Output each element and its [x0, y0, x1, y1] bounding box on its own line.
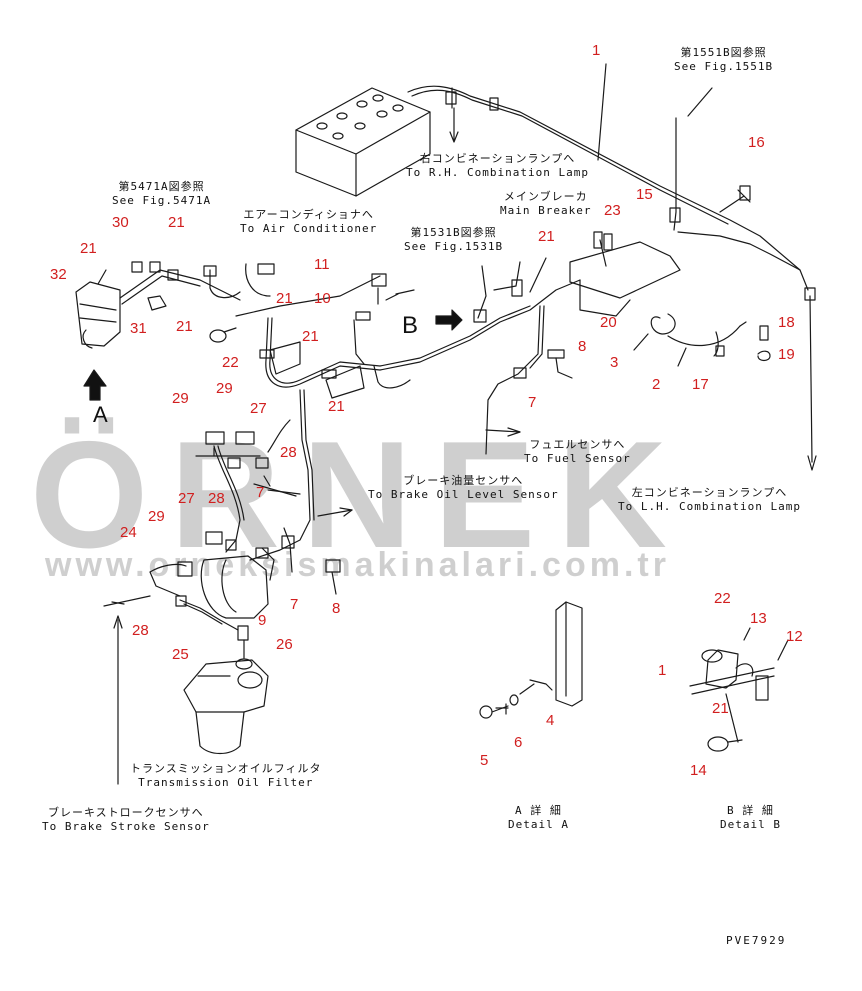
arrow-a-icon [83, 369, 107, 401]
watermark-brand: ÖRNEK [30, 410, 689, 580]
part-number: 8 [578, 338, 587, 355]
part-number: 1 [658, 662, 667, 679]
part-number: 3 [610, 354, 619, 371]
part-number: 19 [778, 346, 795, 363]
part-number: 9 [258, 612, 267, 629]
part-number: 27 [250, 400, 267, 417]
watermark-url: www.orneksismakinalari.com.tr [45, 546, 670, 584]
part-number: 21 [80, 240, 97, 257]
part-number: 7 [256, 484, 265, 501]
part-number: 1 [592, 42, 601, 59]
part-number: 28 [280, 444, 297, 461]
view-letter-b: B [402, 312, 419, 339]
part-number: 18 [778, 314, 795, 331]
part-number: 21 [538, 228, 555, 245]
part-number: 5 [480, 752, 489, 769]
part-number: 22 [714, 590, 731, 607]
part-number: 23 [604, 202, 621, 219]
part-number: 21 [302, 328, 319, 345]
part-number: 26 [276, 636, 293, 653]
part-number: 12 [786, 628, 803, 645]
part-number: 15 [636, 186, 653, 203]
part-number: 27 [178, 490, 195, 507]
part-number: 13 [750, 610, 767, 627]
part-number: 21 [176, 318, 193, 335]
connector-block-icon [75, 269, 121, 349]
arrow-b-icon [435, 309, 463, 331]
transmission-oil-filter-icon [183, 659, 269, 755]
part-number: 22 [222, 354, 239, 371]
part-number: 30 [112, 214, 129, 231]
part-number: 10 [314, 290, 331, 307]
part-number: 4 [546, 712, 555, 729]
detail-a-bracket-icon [479, 601, 583, 719]
view-letter-a: A [93, 402, 108, 427]
part-number: 21 [328, 398, 345, 415]
part-number: 14 [690, 762, 707, 779]
part-number: 21 [276, 290, 293, 307]
part-number: 29 [216, 380, 233, 397]
part-number: 11 [314, 256, 330, 273]
part-number: 2 [652, 376, 661, 393]
detail-b-bracket-icon [689, 649, 775, 752]
part-number: 21 [712, 700, 729, 717]
part-number: 21 [168, 214, 185, 231]
part-number: 8 [332, 600, 341, 617]
part-number: 28 [132, 622, 149, 639]
part-number: 28 [208, 490, 225, 507]
part-number: 16 [748, 134, 765, 151]
part-number: 32 [50, 266, 67, 283]
part-number: 31 [130, 320, 147, 337]
part-number: 24 [120, 524, 137, 541]
part-number: 25 [172, 646, 189, 663]
battery-icon [295, 87, 431, 197]
part-number: 29 [172, 390, 189, 407]
part-number: 17 [692, 376, 709, 393]
part-number: 20 [600, 314, 617, 331]
part-number: 7 [290, 596, 299, 613]
part-number: 6 [514, 734, 523, 751]
drawing-code: PVE7929 [726, 934, 787, 947]
part-number: 7 [528, 394, 537, 411]
part-number: 29 [148, 508, 165, 525]
